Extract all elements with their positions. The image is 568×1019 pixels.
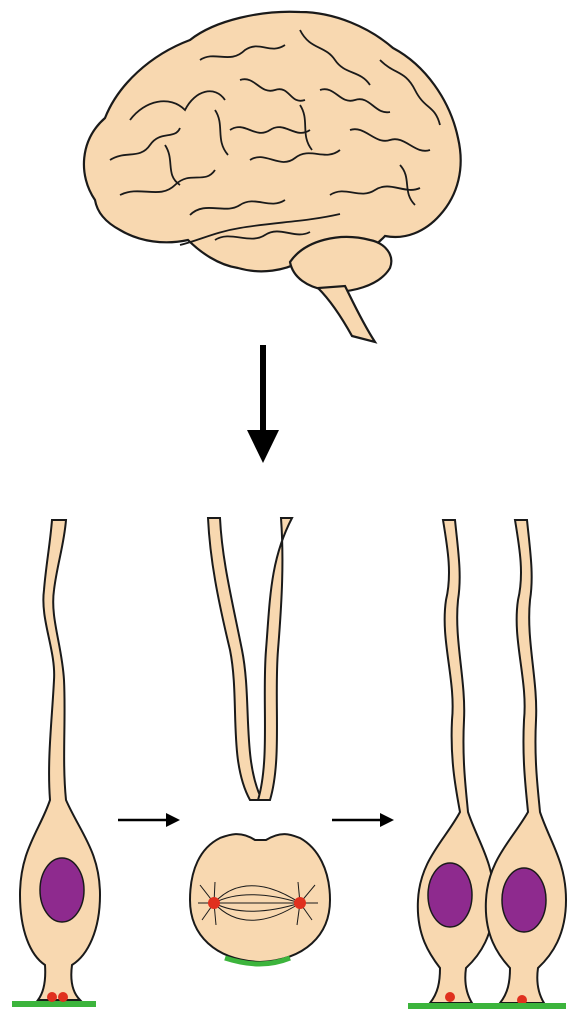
progenitor-cell (12, 520, 100, 1007)
basal-surface (12, 1001, 96, 1007)
nucleus (428, 863, 472, 927)
centrosome (294, 897, 306, 909)
transition-arrow-2 (332, 813, 394, 827)
process-right (258, 518, 292, 800)
process-left (208, 518, 262, 800)
nucleus (40, 858, 84, 922)
centrosome (208, 897, 220, 909)
basal-surface (408, 1003, 566, 1009)
cell-body (418, 520, 494, 1003)
centrosome (58, 992, 68, 1002)
transition-arrow-1 (118, 813, 180, 827)
centrosome (47, 992, 57, 1002)
cell-body (20, 520, 100, 1000)
brain-illustration (84, 12, 461, 342)
down-arrow (247, 345, 279, 463)
daughter-cell-left (418, 520, 494, 1003)
centrosome (445, 992, 455, 1002)
brain-stem (318, 286, 375, 342)
dividing-cell (190, 518, 330, 964)
daughter-cell-right (486, 520, 566, 1005)
nucleus (502, 868, 546, 932)
